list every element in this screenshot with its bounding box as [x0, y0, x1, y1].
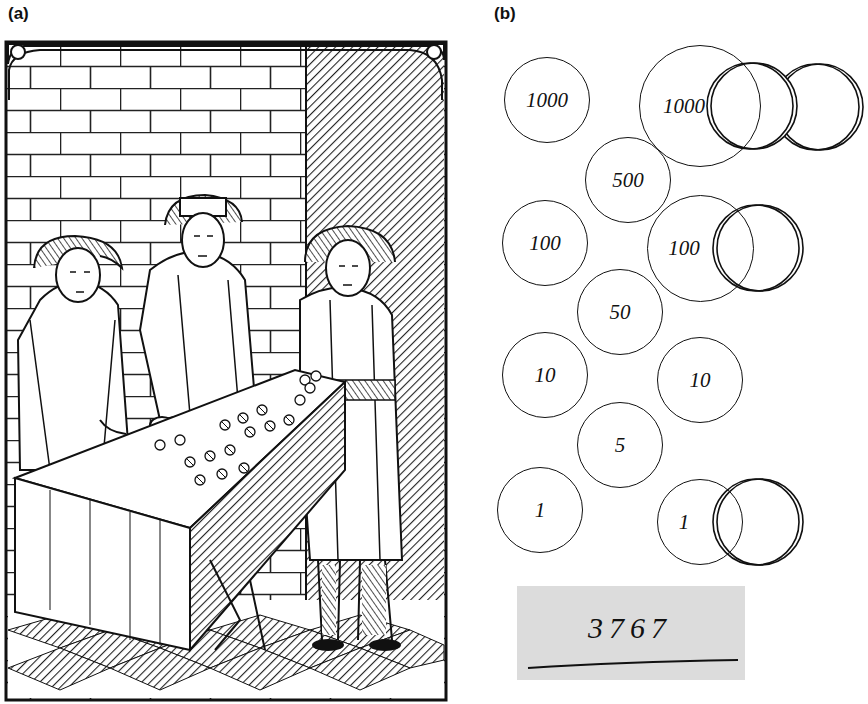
- counter-value: 500: [612, 168, 644, 193]
- counter-circle: 1000: [504, 57, 590, 143]
- counter-circle: 100: [502, 200, 588, 286]
- counter-value: 5: [615, 433, 626, 458]
- counter-value: 50: [610, 300, 631, 325]
- counter-value: 1000: [663, 94, 705, 119]
- counter-value: 1000: [526, 88, 568, 113]
- counter-value: 100: [668, 236, 700, 261]
- panel-label: (a): [8, 4, 29, 24]
- counter-circle: 50: [577, 269, 663, 355]
- counter-circle: 500: [585, 137, 671, 223]
- panel-label: (b): [494, 4, 516, 24]
- counter-circle: 10: [502, 332, 588, 418]
- counter-circle: 1000: [639, 45, 761, 167]
- counter-circle: 1: [657, 479, 743, 565]
- counter-circle: 100: [647, 195, 754, 302]
- counter-value: 10: [535, 363, 556, 388]
- counter-value: 100: [529, 231, 561, 256]
- counter-value: 1: [535, 498, 546, 523]
- handwritten-number: 3767: [588, 611, 672, 645]
- counter-value: 1: [679, 510, 690, 535]
- counter-circle: 10: [657, 337, 743, 423]
- counter-value: 10: [690, 368, 711, 393]
- counter-circle: 5: [577, 402, 663, 488]
- counter-circle: 1: [497, 467, 583, 553]
